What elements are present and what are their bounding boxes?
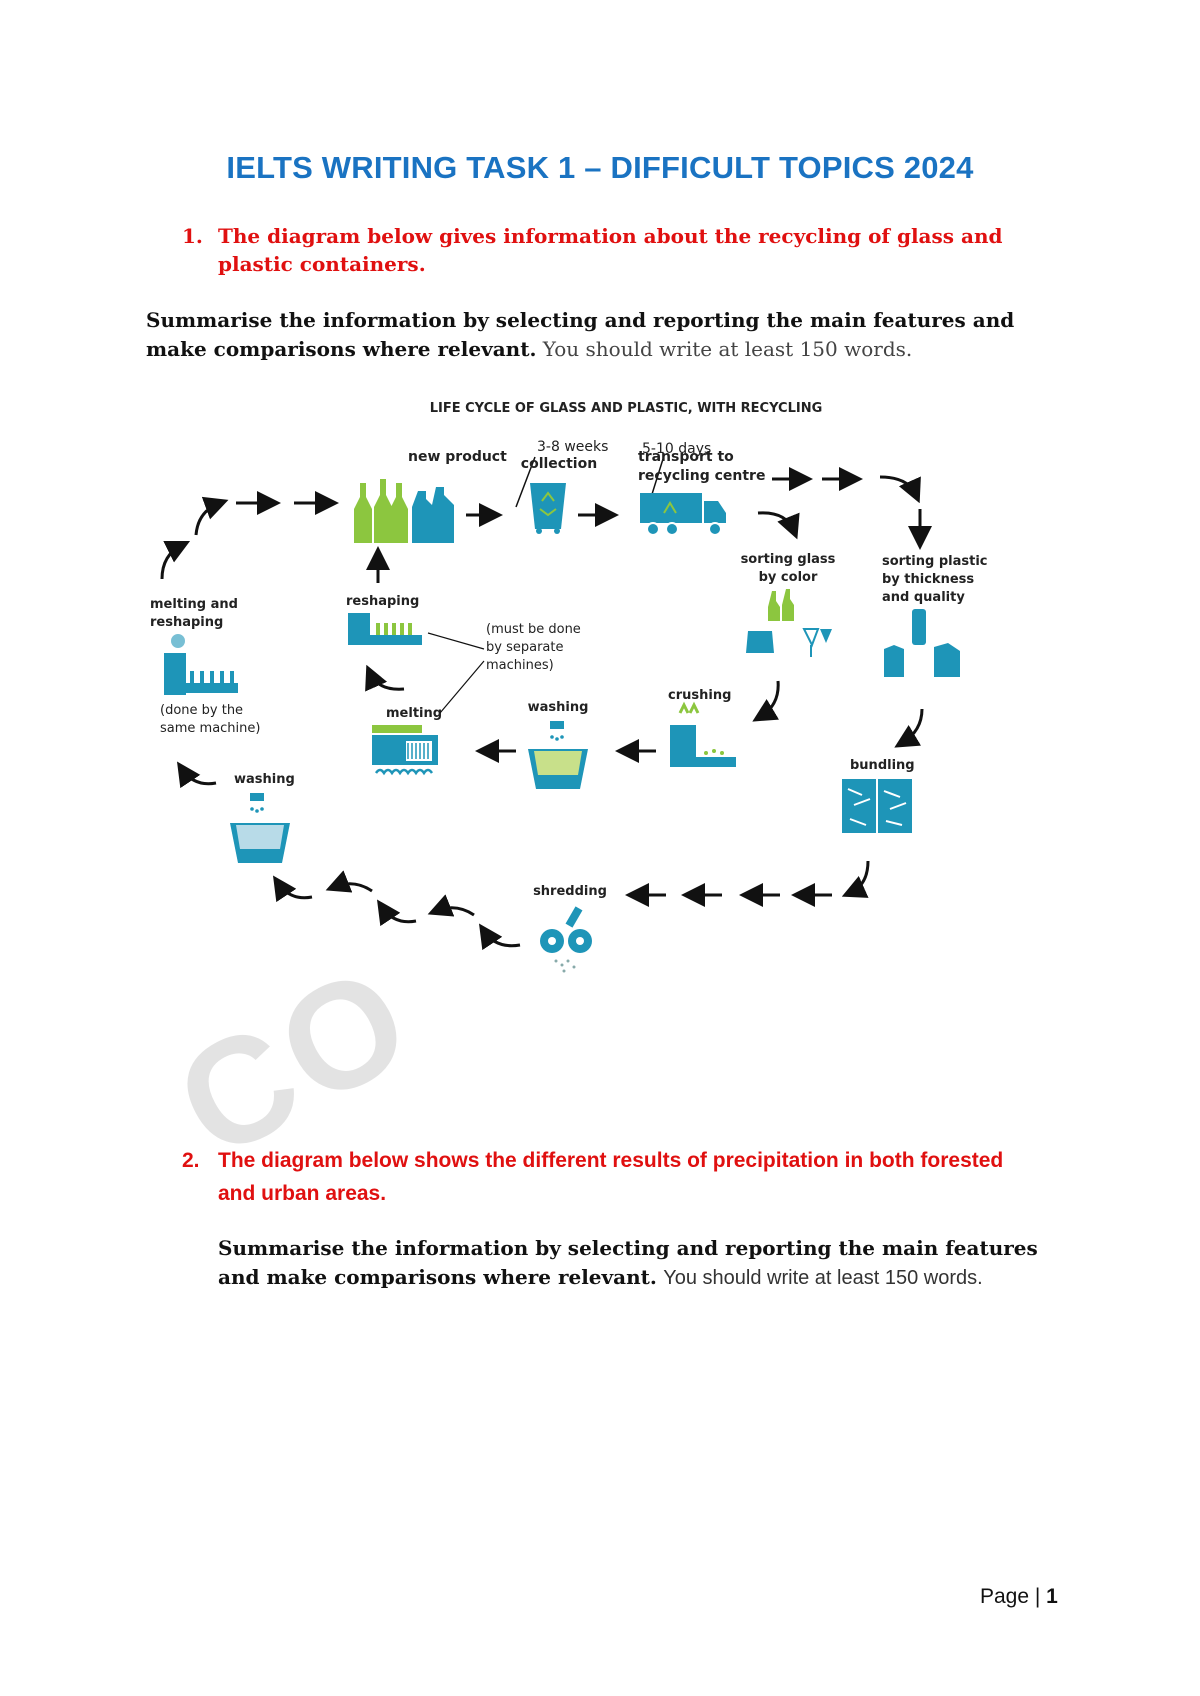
duration-label-1: 3-8 weeks xyxy=(537,439,608,455)
label-sorting-glass-line2: by color xyxy=(759,570,818,585)
duration-label-2: 5-10 days xyxy=(642,441,711,457)
label-transport-line2: recycling centre xyxy=(638,468,765,484)
melting-furnace-icon xyxy=(372,725,438,776)
arrow-curve-top-right xyxy=(879,475,921,504)
new-product-icon xyxy=(354,479,454,543)
label-shredding: shredding xyxy=(533,884,607,899)
page-number: 1 xyxy=(1046,1585,1058,1608)
question-2: 2. The diagram below shows the different… xyxy=(182,1144,1042,1210)
label-reshaping: reshaping xyxy=(346,594,419,609)
washing-plastic-icon xyxy=(230,793,290,863)
recycling-diagram: LIFE CYCLE OF GLASS AND PLASTIC, WITH RE… xyxy=(150,401,988,973)
note-same-machine-line1: (done by the xyxy=(160,703,243,718)
label-sorting-plastic-line2: by thickness xyxy=(882,572,974,587)
washing-glass-icon xyxy=(528,721,588,789)
label-new-product: new product xyxy=(408,449,507,465)
page-title: IELTS WRITING TASK 1 – DIFFICULT TOPICS … xyxy=(226,150,974,185)
question-1-text: The diagram below gives information abou… xyxy=(218,224,1003,276)
pointer-note-to-melting xyxy=(439,660,485,714)
duration-pointer-1 xyxy=(515,456,536,508)
arrow-bottom-5 xyxy=(273,875,313,903)
pointer-note-to-reshaping xyxy=(427,632,485,650)
label-sorting-glass-line1: sorting glass xyxy=(741,552,836,567)
question-1: 1. The diagram below gives information a… xyxy=(182,222,1042,278)
arrow-bottom-3 xyxy=(377,899,417,927)
sorting-glass-icon xyxy=(746,589,832,657)
label-sorting-plastic-line3: and quality xyxy=(882,590,965,605)
label-bundling: bundling xyxy=(850,758,915,773)
question-2-word-count: You should write at least 150 words. xyxy=(663,1267,983,1289)
arrow-melting-to-reshaping xyxy=(365,664,405,692)
question-2-instruction: Summarise the information by selecting a… xyxy=(218,1234,1058,1293)
question-1-instruction: Summarise the information by selecting a… xyxy=(146,306,1066,364)
page-footer: Page | 1 xyxy=(980,1585,1058,1609)
note-same-machine-line2: same machine) xyxy=(160,721,260,736)
question-1-instruction-bold: Summarise the information by selecting a… xyxy=(146,308,1015,361)
label-crushing: crushing xyxy=(668,688,731,703)
question-1-number: 1. xyxy=(182,224,203,248)
label-melting: melting xyxy=(386,706,442,721)
label-melting-reshaping-line1: melting and xyxy=(150,597,238,612)
arrow-left-up-1 xyxy=(160,540,191,580)
question-2-text: The diagram below shows the different re… xyxy=(218,1149,1004,1205)
arrow-curve-to-glass xyxy=(757,511,800,540)
question-2-instruction-bold: Summarise the information by selecting a… xyxy=(218,1236,1038,1289)
arrow-bottom-2 xyxy=(427,894,475,917)
arrow-glass-to-crushing xyxy=(752,680,780,722)
label-sorting-plastic-line1: sorting plastic xyxy=(882,554,988,569)
label-washing-plastic: washing xyxy=(234,772,295,787)
reshaping-machine-icon xyxy=(348,613,422,645)
arrow-bundling-down xyxy=(841,860,870,898)
question-1-word-count: You should write at least 150 words. xyxy=(542,337,913,361)
arrow-plastic-to-bundling xyxy=(894,708,924,748)
bundling-bales-icon xyxy=(842,779,912,833)
collection-bin-icon xyxy=(530,483,566,534)
note-separate-line3: machines) xyxy=(486,658,554,673)
arrow-left-up-2 xyxy=(194,496,229,536)
note-separate-line1: (must be done xyxy=(486,622,581,637)
diagram-title: LIFE CYCLE OF GLASS AND PLASTIC, WITH RE… xyxy=(430,401,823,416)
label-transport-line1: transport to xyxy=(638,449,734,465)
label-collection: collection xyxy=(521,456,597,472)
melting-reshaping-machine-icon xyxy=(164,634,238,695)
label-washing-glass: washing xyxy=(528,700,589,715)
page-label: Page | xyxy=(980,1585,1047,1608)
note-separate-line2: by separate xyxy=(486,640,563,655)
crushing-machine-icon xyxy=(670,701,736,767)
arrow-bottom-1 xyxy=(479,923,521,951)
sorting-plastic-icon xyxy=(884,609,960,677)
shredder-icon xyxy=(540,906,592,973)
label-melting-reshaping-line2: reshaping xyxy=(150,615,223,630)
question-2-number: 2. xyxy=(182,1149,200,1172)
arrow-bottom-4 xyxy=(325,870,373,893)
arrow-washing-to-melting-reshaping xyxy=(177,761,217,789)
truck-icon xyxy=(640,493,726,536)
